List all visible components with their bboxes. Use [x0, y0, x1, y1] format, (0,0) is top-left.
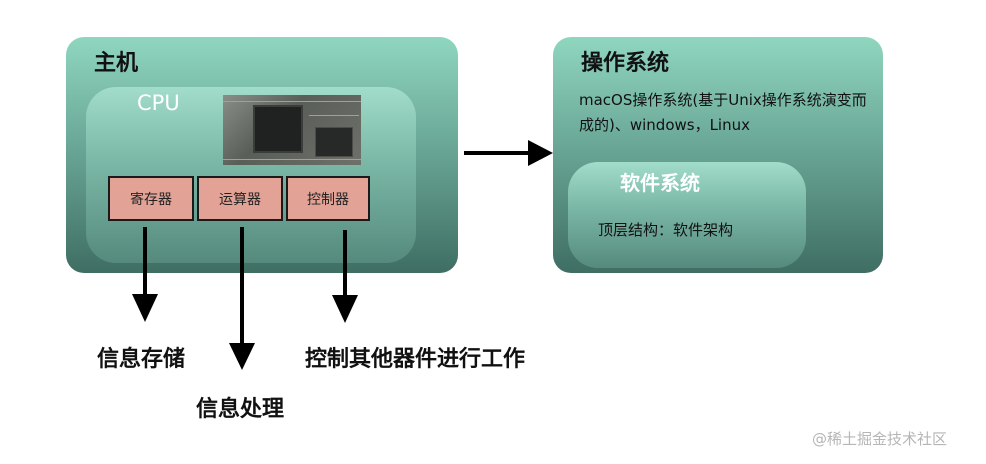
alu-unit: 运算器: [197, 176, 283, 221]
controller-down-arrow: [332, 230, 358, 323]
chip-secondary: [315, 127, 353, 157]
watermark: @稀土掘金技术社区: [812, 430, 948, 448]
cpu-label: CPU: [137, 91, 180, 115]
caption-control: 控制其他器件进行工作: [305, 347, 526, 372]
software-box: 软件系统 顶层结构：软件架构: [568, 162, 806, 268]
software-title: 软件系统: [620, 171, 700, 195]
caption-processing: 信息处理: [196, 397, 285, 422]
chip-die: [253, 105, 303, 153]
register-unit: 寄存器: [108, 176, 194, 221]
register-down-arrow: [132, 227, 158, 322]
alu-down-arrow: [229, 227, 255, 370]
os-description: macOS操作系统(基于Unix操作系统演变而成的)、windows，Linux: [579, 91, 867, 134]
software-description: 顶层结构：软件架构: [598, 221, 734, 239]
host-to-os-arrow: [464, 140, 553, 166]
os-panel: 操作系统 macOS操作系统(基于Unix操作系统演变而成的)、windows，…: [553, 37, 883, 273]
os-title: 操作系统: [581, 51, 670, 76]
cpu-chip-photo: [223, 95, 361, 165]
cpu-box: CPU 寄存器 运算器 控制器: [86, 87, 416, 263]
caption-storage: 信息存储: [97, 347, 186, 372]
host-panel: 主机 CPU 寄存器 运算器 控制器: [66, 37, 458, 273]
host-title: 主机: [94, 51, 139, 76]
controller-unit: 控制器: [286, 176, 370, 221]
